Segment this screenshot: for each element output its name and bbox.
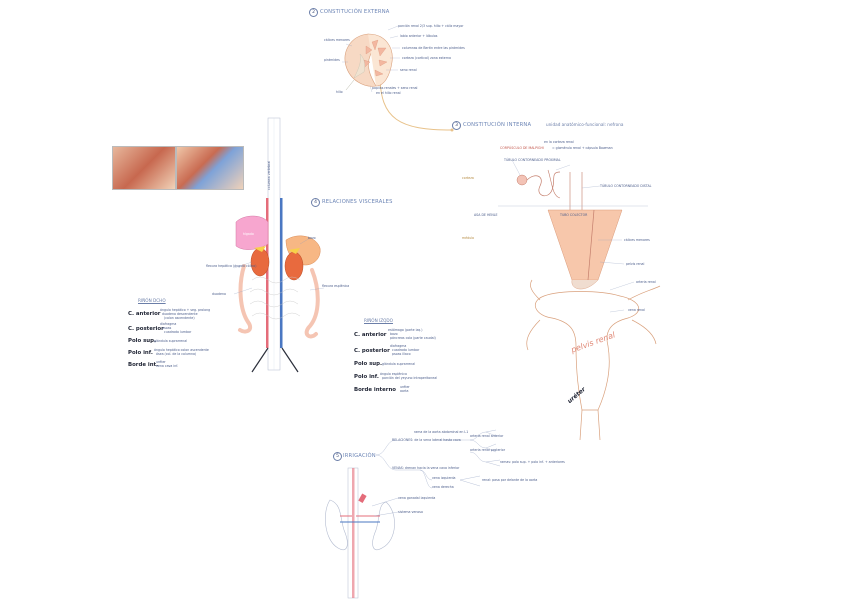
- ri-val: glándula suprarrenal: [382, 362, 416, 366]
- abdominal-drawing: [233, 117, 325, 373]
- label-tcd: TÚBULO CONTORNEADO DISTAL: [600, 184, 652, 188]
- anatomy-photo-1: [112, 146, 176, 190]
- section-title-relaciones: RELACIONES VISCERALES: [322, 199, 393, 205]
- label-flexura-esplenica: flexura esplénica: [322, 284, 350, 288]
- rd-val: uréter: [156, 360, 166, 364]
- label-hilio: hilio: [336, 90, 343, 94]
- irr-line-0: rama de la aorta abdominal en L1: [414, 430, 469, 434]
- irr-line-10: sistema venoso: [398, 510, 423, 514]
- ri-val: diafragma: [390, 344, 407, 348]
- label-seno-renal: seno renal: [400, 68, 417, 72]
- irr-line-8: renal: pasa por delante de la aorta: [482, 478, 538, 482]
- irr-line-1: RELACIONES: de la vena lateral hasta cav…: [392, 438, 461, 442]
- rinon-derecho-title: RIÑÓN DCHO: [138, 298, 166, 303]
- label-columna-vertebral: columna vertebral: [267, 160, 271, 190]
- label-tcp: TÚBULO CONTORNEADO PROXIMAL: [504, 158, 561, 162]
- irr-line-7: vena derecha: [432, 485, 454, 489]
- irr-line-2: arteria renal anterior: [470, 434, 504, 438]
- label-labio-anterior: labio anterior + lóbulos: [400, 34, 438, 38]
- label-papilas-2: en el hilio renal: [376, 91, 401, 95]
- label-calices-menores: cálices menores: [324, 38, 350, 42]
- rd-val: psoas: [162, 326, 172, 330]
- rd-key: Polo sup.: [128, 338, 157, 344]
- section-number-2: 2: [309, 8, 318, 17]
- label-arteria-renal: arteria renal: [636, 280, 656, 284]
- rd-val: vena cava inf.: [156, 364, 179, 368]
- label-calices-menores-nef: cálices menores: [624, 238, 650, 242]
- ri-val: ángulo esplénico: [380, 372, 407, 376]
- anatomy-photo-2: [176, 146, 244, 190]
- rd-val: diafragma: [160, 322, 177, 326]
- ri-val: porción del yeyuno intraperitoneal: [382, 376, 438, 380]
- rd-key: C. anterior: [128, 311, 161, 317]
- rd-val: ángulo hepático colon ascendente: [154, 348, 209, 352]
- section-title-constitucion-interna: CONSTITUCIÓN INTERNA: [463, 122, 532, 128]
- rd-val: cuadrado lumbar: [164, 330, 192, 334]
- rd-val: (colon ascendente): [164, 316, 195, 320]
- ri-key: C. anterior: [354, 332, 387, 338]
- label-flexura-hepatica: flexura hepática (ángulo cólico): [206, 264, 257, 268]
- label-pelvis-nef: pelvis renal: [626, 262, 645, 266]
- label-bazo: bazo: [308, 236, 316, 240]
- label-piramides: pirámides: [324, 58, 340, 62]
- ri-val: aorta: [400, 389, 409, 393]
- rinon-izquierdo-title: RIÑÓN IZQDO: [364, 318, 393, 323]
- ri-key: Polo sup.: [354, 361, 383, 367]
- ri-val: uréter: [400, 385, 410, 389]
- label-columnas-bertin: columnas de Bertin entre las pirámides: [402, 46, 465, 50]
- label-medula-side: médula: [462, 236, 474, 240]
- label-vena-renal: vena renal: [628, 308, 645, 312]
- irr-line-6: vena izquierda: [432, 476, 456, 480]
- rd-key: Polo inf.: [128, 350, 153, 356]
- rd-val: duodeno descendente: [162, 312, 198, 316]
- ri-val: estómago (parte izq.): [388, 328, 423, 332]
- label-duodeno: duodeno: [212, 292, 226, 296]
- label-glomerulo: = glomérulo renal + cápsula Bowman: [552, 146, 613, 150]
- section-number-3: 3: [452, 121, 461, 130]
- rd-val: glándula suprarrenal: [154, 339, 188, 343]
- label-higado: hígado: [243, 232, 254, 236]
- ri-key: Borde interno: [354, 387, 396, 393]
- kidney-section-drawing: [342, 25, 400, 93]
- section-number-4: 4: [311, 198, 320, 207]
- nephron-drawing: [498, 159, 661, 441]
- label-corteza-renal: en la corteza renal: [544, 140, 574, 144]
- irr-line-4: ramas: polo sup. + polo inf. + anteriore…: [500, 460, 565, 464]
- irr-line-3: arteria renal posterior: [470, 448, 506, 452]
- ri-val: bazo: [390, 332, 398, 336]
- label-asa-henle: ASA DE HENLE: [474, 213, 498, 217]
- label-tubo-colector: TUBO COLECTOR: [560, 213, 588, 217]
- ri-val: psoas ilíaco: [392, 352, 411, 356]
- rd-val: ángulo hepático + seg. prolong: [160, 308, 211, 312]
- rd-key: C. posterior: [128, 326, 164, 332]
- ri-val: cuadrado lumbar: [392, 348, 420, 352]
- label-papilas: papilas renales + seno renal: [372, 86, 418, 90]
- ri-key: C. posterior: [354, 348, 390, 354]
- rd-val: ósea (col. de la columna): [156, 352, 197, 356]
- ri-key: Polo inf.: [354, 374, 379, 380]
- section-subtitle-nefrona: unidad anatómico-funcional: nefrona: [546, 122, 624, 127]
- section-title-irrigacion: IRRIGACIÓN: [343, 453, 376, 459]
- irr-line-5: VENAS: drenan hacia la vena cava inferio…: [392, 466, 460, 470]
- label-corteza: corteza (cortical) zona externa: [402, 56, 451, 60]
- section-title-constitucion-externa: CONSTITUCIÓN EXTERNA: [320, 9, 390, 15]
- section-number-5: 5: [333, 452, 342, 461]
- ri-val: páncreas cola (parte caudal): [390, 336, 436, 340]
- label-corteza-side: corteza: [462, 176, 474, 180]
- irr-line-9: vena gonadal izquierda: [398, 496, 436, 500]
- irrigation-drawing: [325, 429, 501, 599]
- rd-key: Borde int.: [128, 362, 159, 368]
- label-corpusculo: CORPÚSCULO DE MALPIGHI: [500, 146, 544, 150]
- label-porcion-renal: porción renal 2/3 sup. hilio + cáliz may…: [398, 24, 464, 28]
